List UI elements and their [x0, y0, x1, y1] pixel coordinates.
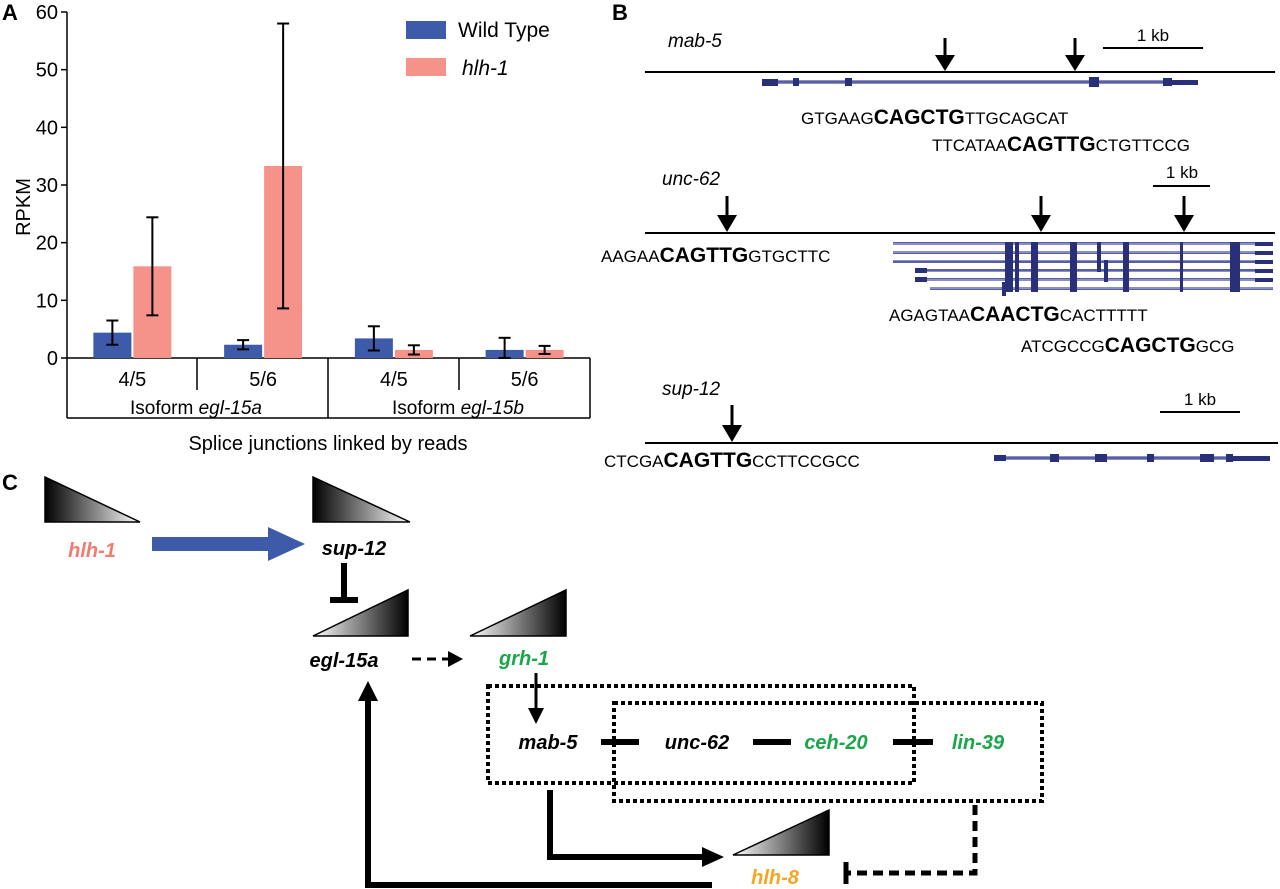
- dotted-complex-box-1: [486, 684, 916, 785]
- node-ceh-20: ceh-20: [804, 732, 867, 754]
- rpkm-bar-chart: 0 10 20 30 40 50 60 4/5 5/6 4/5 5/6 RPKM Isoform …: [13, 2, 591, 455]
- legend-label-wild-type: Wild Type: [458, 19, 550, 42]
- mab-5-scale-label: 1 kb: [1137, 26, 1169, 45]
- legend-swatch-wild-type: [406, 21, 446, 39]
- mab-5-binding-site-arrow: [1065, 38, 1085, 71]
- dashed-arrow-egl-15a-to-grh-1: [412, 651, 463, 667]
- mab-5-binding-site-arrow: [935, 38, 955, 71]
- egl-15a-expression-gradient: [312, 588, 409, 637]
- group-label-egl-15a: Isoform egl-15a: [130, 398, 262, 419]
- node-sup-12: sup-12: [322, 538, 386, 560]
- y-axis-label: RPKM: [13, 178, 35, 236]
- y-tick-label: 0: [47, 348, 58, 370]
- unc-62-sequence-1: AAGAACAGTTGGTGCTTC: [601, 244, 830, 267]
- bar: [224, 344, 263, 358]
- error-bars: [106, 22, 551, 359]
- bars: [93, 165, 564, 358]
- node-egl-15a: egl-15a: [310, 650, 379, 672]
- x-axis-label: Splice junctions linked by reads: [188, 433, 467, 455]
- mab-5-sequence-2: TTCATAACAGTTGCTGTTCCG: [932, 133, 1190, 156]
- panel-label-b: B: [612, 0, 628, 25]
- legend: Wild Type hlh-1: [406, 19, 550, 80]
- x-category-labels: 4/5 5/6 4/5 5/6: [118, 369, 538, 391]
- node-grh-1: grh-1: [498, 648, 549, 670]
- y-tick-label: 40: [36, 117, 58, 139]
- unc-62-scale-label: 1 kb: [1166, 163, 1198, 182]
- sup-12-sequence-1: CTCGACAGTTGCCTTCCGCC: [604, 449, 860, 472]
- mab-5-sequence-1: GTGAAGCAGCTGTTGCAGCAT: [801, 106, 1068, 129]
- grh-1-expression-gradient: [469, 588, 567, 637]
- hlh-1-expression-gradient: [44, 475, 141, 523]
- node-mab-5: mab-5: [519, 732, 579, 754]
- mab-5-gene-name: mab-5: [668, 31, 722, 52]
- arrow-grh-1-to-mab-5: [528, 673, 544, 724]
- node-unc-62: unc-62: [665, 732, 729, 754]
- y-ticks: 0 10 20 30 40 50 60: [36, 2, 67, 370]
- arrow-mab-5-to-hlh-8: [547, 790, 724, 867]
- sup-12-scale-label: 1 kb: [1184, 390, 1216, 409]
- x-category-label: 4/5: [118, 369, 146, 391]
- unc-62-binding-site-arrow: [1174, 196, 1194, 232]
- dotted-complex-box-2: [612, 701, 1044, 803]
- unc-62-sequence-2: AGAGTAACAACTGCACTTTTT: [889, 303, 1148, 326]
- group-label-egl-15b: Isoform egl-15b: [392, 398, 524, 419]
- y-tick-label: 50: [36, 60, 58, 82]
- legend-label-hlh-1: hlh-1: [462, 57, 509, 80]
- unc-62-binding-site-arrow: [717, 196, 737, 232]
- x-category-label: 4/5: [380, 369, 408, 391]
- x-category-label: 5/6: [249, 369, 277, 391]
- panel-label-c: C: [2, 470, 18, 495]
- inhibition-sup-12-to-egl-15a: [330, 563, 358, 603]
- sup-12-expression-gradient: [312, 475, 411, 523]
- y-tick-label: 30: [36, 175, 58, 197]
- x-category-label: 5/6: [511, 369, 539, 391]
- mab-5-gene-model: [762, 77, 1198, 87]
- unc-62-gene-name: unc-62: [662, 169, 721, 190]
- panel-label-a: A: [2, 0, 18, 25]
- legend-swatch-hlh-1: [406, 58, 446, 76]
- arrow-hlh-8-to-egl-15a: [358, 681, 712, 888]
- regulatory-network: hlh-1 sup-12 egl-15a grh-1 mab-5 unc-62 …: [44, 475, 1044, 889]
- unc-62-sequence-3: ATCGCCGCAGCTGGCG: [1021, 334, 1234, 357]
- sup-12-gene-name: sup-12: [662, 379, 721, 400]
- dashed-inhibition-to-hlh-8: [843, 805, 978, 884]
- unc-62-binding-site-arrow: [1031, 196, 1051, 232]
- y-tick-label: 60: [36, 2, 58, 24]
- sup-12-gene-model: [994, 454, 1270, 462]
- y-tick-label: 20: [36, 233, 58, 255]
- node-hlh-1: hlh-1: [68, 540, 116, 562]
- node-hlh-8: hlh-8: [751, 867, 800, 889]
- mab-5-track: mab-5 1 kb GTGAAGCAGCTGTTGCAGCAT TTCATAA…: [645, 26, 1275, 156]
- sup-12-binding-site-arrow: [722, 405, 742, 442]
- node-lin-39: lin-39: [952, 732, 1005, 754]
- activation-arrow-hlh-1-to-sup-12: [152, 527, 305, 561]
- unc-62-gene-model: [893, 242, 1273, 296]
- y-tick-label: 10: [36, 290, 58, 312]
- hlh-8-expression-gradient: [732, 808, 830, 856]
- sup-12-track: sup-12 1 kb CTCGACAGTTGCCTTCCGCC: [604, 379, 1278, 472]
- unc-62-track: unc-62 1 kb: [601, 163, 1275, 357]
